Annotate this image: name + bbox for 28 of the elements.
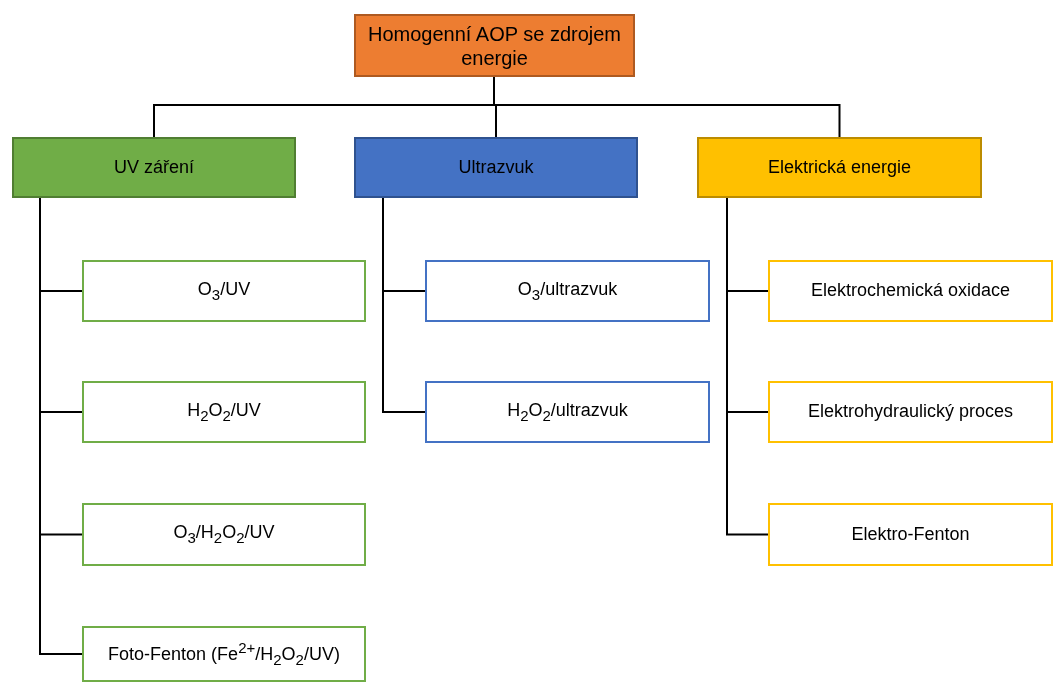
process-box	[425, 381, 710, 443]
node-label: UV záření	[113, 156, 194, 179]
connector-line	[382, 197, 426, 413]
process-box	[425, 260, 710, 322]
process-box	[82, 260, 366, 322]
node-label: H$_{2}$O$_{2}$/ultrazvuk	[507, 399, 628, 425]
node-label: Elektrochemická oxidace	[810, 280, 1011, 302]
node-label: Foto-Fenton (Fe$^{2+}$/H$_{2}$O$_{2}$/UV)	[108, 639, 340, 669]
category-box	[354, 14, 635, 77]
process-box	[82, 503, 366, 566]
process-box	[82, 381, 366, 443]
node-label: Elektrická energie	[767, 156, 912, 179]
process-box	[768, 381, 1053, 443]
node-label: H$_{2}$O$_{2}$/UV	[187, 399, 261, 425]
category-box	[12, 137, 296, 198]
category-box	[697, 137, 982, 198]
node-label: Homogenní AOP se zdrojem energie	[366, 21, 623, 70]
process-box	[768, 503, 1053, 566]
process-box	[768, 260, 1053, 322]
node-label: O$_{3}$/ultrazvuk	[517, 278, 618, 304]
node-label: Elektro-Fenton	[851, 523, 970, 546]
node-label: Ultrazvuk	[458, 156, 534, 179]
process-box	[82, 626, 366, 682]
connector-line	[726, 197, 769, 536]
node-label: Elektrohydraulický proces	[807, 401, 1014, 423]
category-box	[354, 137, 638, 198]
node-label: O$_{3}$/H$_{2}$O$_{2}$/UV	[173, 522, 275, 547]
node-label: O$_{3}$/UV	[197, 278, 251, 304]
